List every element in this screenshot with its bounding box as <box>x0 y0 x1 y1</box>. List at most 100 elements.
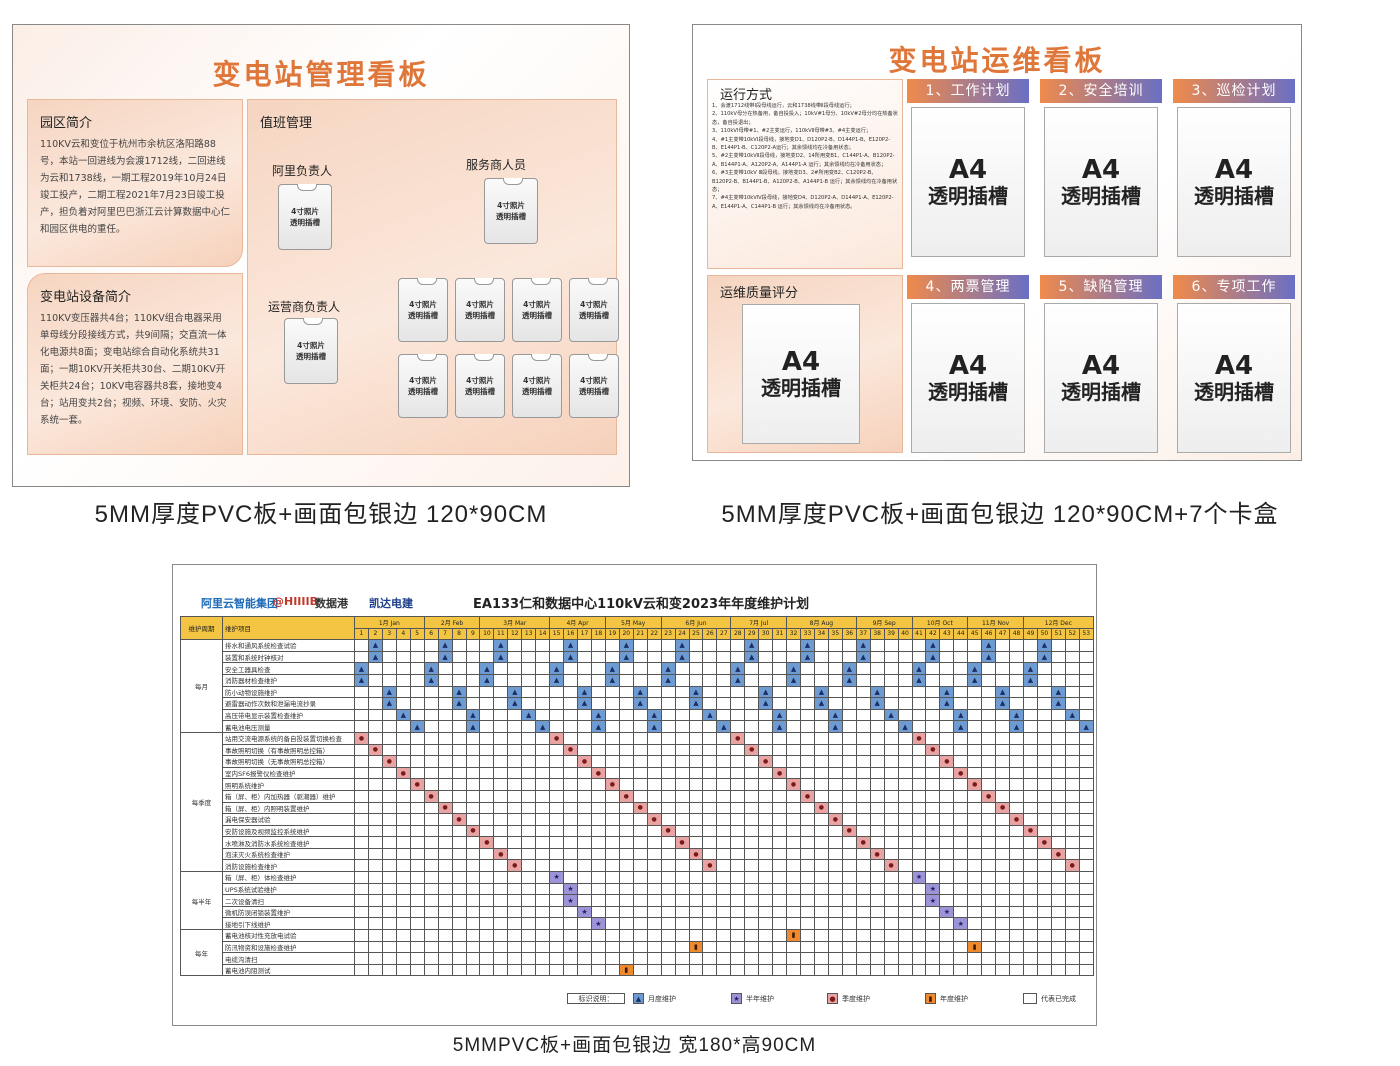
schedule-cell <box>953 859 969 873</box>
schedule-cell <box>911 882 927 896</box>
schedule-cell <box>451 766 467 780</box>
schedule-cell <box>730 882 746 896</box>
schedule-cell: ▲ <box>744 650 760 664</box>
quality-heading: 运维质量评分 <box>720 286 799 301</box>
schedule-cell: ▲ <box>521 708 537 722</box>
item-cell: UPS系统试验维护 <box>222 882 355 896</box>
schedule-cell <box>953 697 969 710</box>
run-mode-line: 5、#2主变带10kVⅡ段母线，接地变D2、14所用变B1、C144P1-A、B… <box>712 153 895 168</box>
schedule-cell <box>632 882 648 896</box>
schedule-cell <box>758 801 774 815</box>
schedule-cell <box>758 894 774 907</box>
schedule-cell <box>674 801 690 815</box>
schedule-cell <box>702 789 718 803</box>
schedule-cell <box>549 882 565 896</box>
item-cell: 安防设施及视频监控系统维护 <box>222 824 355 838</box>
schedule-cell <box>367 859 383 873</box>
schedule-cell <box>730 824 746 838</box>
schedule-cell <box>772 859 788 873</box>
schedule-cell <box>855 673 871 687</box>
schedule-cell <box>507 650 523 664</box>
item-cell: 二次设备清扫 <box>222 894 355 907</box>
schedule-cell <box>437 917 453 931</box>
schedule-cell <box>995 894 1011 907</box>
schedule-cell <box>590 639 606 652</box>
schedule-cell <box>1078 766 1094 780</box>
schedule-cell <box>521 905 537 919</box>
schedule-cell <box>1023 708 1038 722</box>
ali-manager-label: 阿里负责人 <box>272 164 333 178</box>
schedule-cell <box>772 952 788 965</box>
table-row: 室内SF6报警仪检查维护●●●● <box>181 766 1094 780</box>
schedule-cell <box>493 708 509 722</box>
schedule-cell <box>702 882 718 896</box>
schedule-cell: ● <box>577 755 592 768</box>
schedule-cell <box>437 766 453 780</box>
schedule-cell <box>981 743 997 757</box>
schedule-cell <box>493 743 509 757</box>
schedule-cell <box>1050 755 1066 768</box>
schedule-cell <box>967 708 983 722</box>
schedule-cell <box>437 905 453 919</box>
schedule-cell: ▲ <box>786 673 801 687</box>
schedule-cell <box>869 639 885 652</box>
schedule-cell <box>688 905 704 919</box>
week-header: 21 <box>632 627 648 641</box>
schedule-cell: ▲ <box>758 697 774 710</box>
schedule-cell <box>813 639 829 652</box>
schedule-cell <box>493 731 509 745</box>
schedule-cell <box>660 789 676 803</box>
schedule-cell <box>604 685 620 699</box>
schedule-cell <box>1023 778 1038 791</box>
schedule-cell <box>577 743 592 757</box>
schedule-cell <box>577 917 592 931</box>
schedule-cell <box>354 778 369 791</box>
schedule-cell <box>855 743 871 757</box>
schedule-cell <box>1036 847 1052 861</box>
run-mode-line: 4、#1主变带10kVⅠ段母线，接地变D1、D120P2-B、D144P1-B、… <box>712 136 891 152</box>
schedule-cell <box>451 917 467 931</box>
item-cell: 微机防误闭锁装置维护 <box>222 905 355 919</box>
schedule-cell <box>618 836 634 849</box>
schedule-cell <box>451 894 467 907</box>
schedule-cell: ▲ <box>813 685 829 699</box>
schedule-cell <box>1078 917 1094 931</box>
week-header: 25 <box>688 627 704 641</box>
schedule-cell <box>507 963 523 977</box>
schedule-cell <box>646 917 662 931</box>
schedule-cell: ▲ <box>967 662 983 675</box>
schedule-cell <box>590 963 606 977</box>
item-cell: 避雷器动作次数和泄漏电流抄录 <box>222 697 355 710</box>
legend-half: ★半年维护 <box>731 993 774 1004</box>
table-row: 防汛物资和设施检查维护▮▮ <box>181 940 1094 954</box>
schedule-cell <box>911 697 927 710</box>
schedule-cell <box>1050 801 1066 815</box>
schedule-cell: ● <box>953 766 969 780</box>
schedule-cell <box>967 847 983 861</box>
schedule-cell <box>855 731 871 745</box>
schedule-cell <box>827 743 843 757</box>
schedule-cell <box>563 871 578 884</box>
schedule-cell <box>883 720 899 733</box>
schedule-cell <box>967 859 983 873</box>
schedule-cell <box>911 801 927 815</box>
schedule-cell <box>1009 789 1024 803</box>
schedule-cell <box>479 859 495 873</box>
schedule-cell <box>730 639 746 652</box>
schedule-cell <box>465 778 481 791</box>
schedule-cell <box>395 929 411 942</box>
schedule-cell <box>939 847 955 861</box>
schedule-cell <box>451 905 467 919</box>
schedule-cell <box>437 813 453 826</box>
schedule-cell <box>674 824 690 838</box>
schedule-cell <box>688 673 704 687</box>
schedule-cell: ● <box>1050 847 1066 861</box>
schedule-cell <box>618 917 634 931</box>
schedule-cell <box>577 673 592 687</box>
schedule-cell <box>563 813 578 826</box>
schedule-cell <box>563 940 578 954</box>
schedule-cell <box>967 813 983 826</box>
schedule-cell: ▲ <box>1036 639 1052 652</box>
schedule-cell <box>1078 905 1094 919</box>
schedule-cell <box>716 650 732 664</box>
